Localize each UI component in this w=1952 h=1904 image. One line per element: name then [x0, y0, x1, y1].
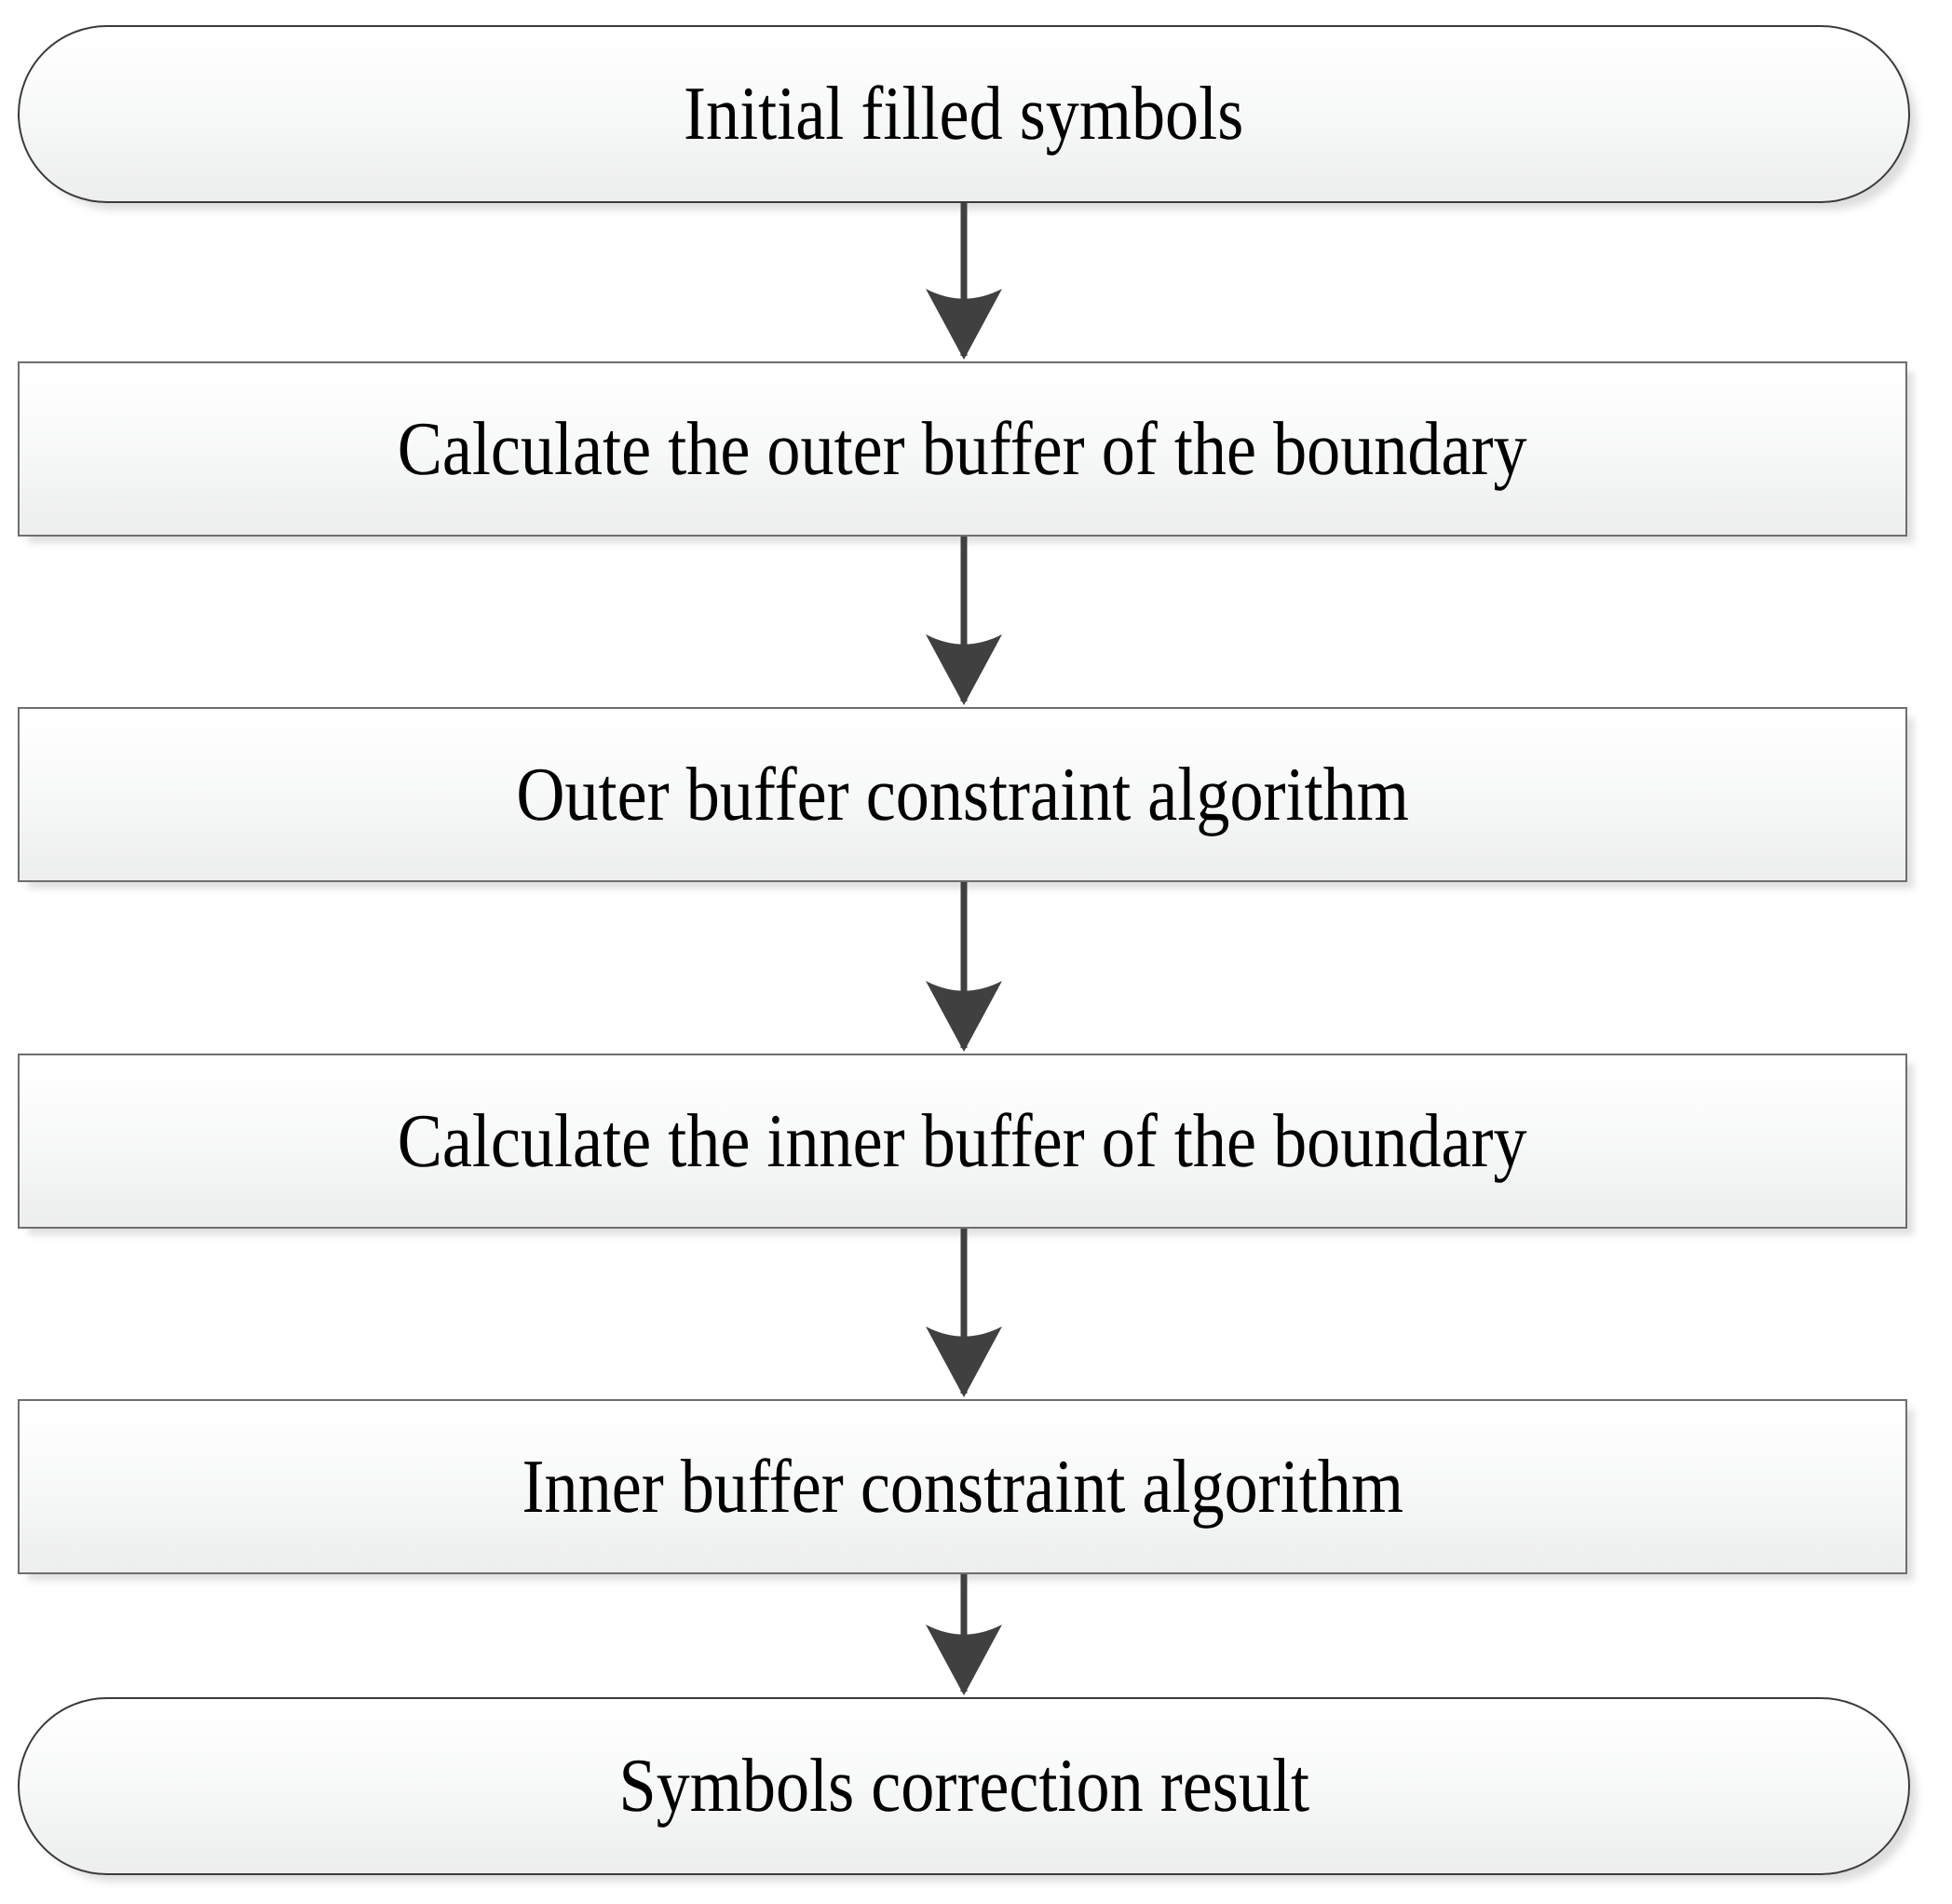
flow-arrow-n1-to-n2: [926, 203, 1002, 360]
flow-node-label: Symbols correction result: [618, 1743, 1309, 1829]
flow-arrow-n5-to-n6: [926, 1574, 1002, 1695]
flow-node-inner-buffer-constraint-algorithm[interactable]: Inner buffer constraint algorithm: [18, 1399, 1907, 1574]
flow-arrow-n4-to-n5: [926, 1229, 1002, 1397]
flow-arrow-n2-to-n3: [926, 537, 1002, 705]
flow-node-symbols-correction-result[interactable]: Symbols correction result: [18, 1697, 1910, 1875]
flow-node-calculate-outer-buffer[interactable]: Calculate the outer buffer of the bounda…: [18, 361, 1907, 537]
flow-node-label: Outer buffer constraint algorithm: [516, 751, 1409, 836]
flow-arrow-n3-to-n4: [926, 882, 1002, 1052]
flow-node-outer-buffer-constraint-algorithm[interactable]: Outer buffer constraint algorithm: [18, 707, 1907, 882]
flow-node-label: Inner buffer constraint algorithm: [522, 1443, 1403, 1529]
flow-node-initial-filled-symbols[interactable]: Initial filled symbols: [18, 25, 1910, 203]
flow-node-label: Initial filled symbols: [684, 71, 1244, 156]
flow-node-label: Calculate the outer buffer of the bounda…: [398, 405, 1527, 491]
flow-node-calculate-inner-buffer[interactable]: Calculate the inner buffer of the bounda…: [18, 1054, 1907, 1229]
flow-node-label: Calculate the inner buffer of the bounda…: [398, 1097, 1527, 1183]
